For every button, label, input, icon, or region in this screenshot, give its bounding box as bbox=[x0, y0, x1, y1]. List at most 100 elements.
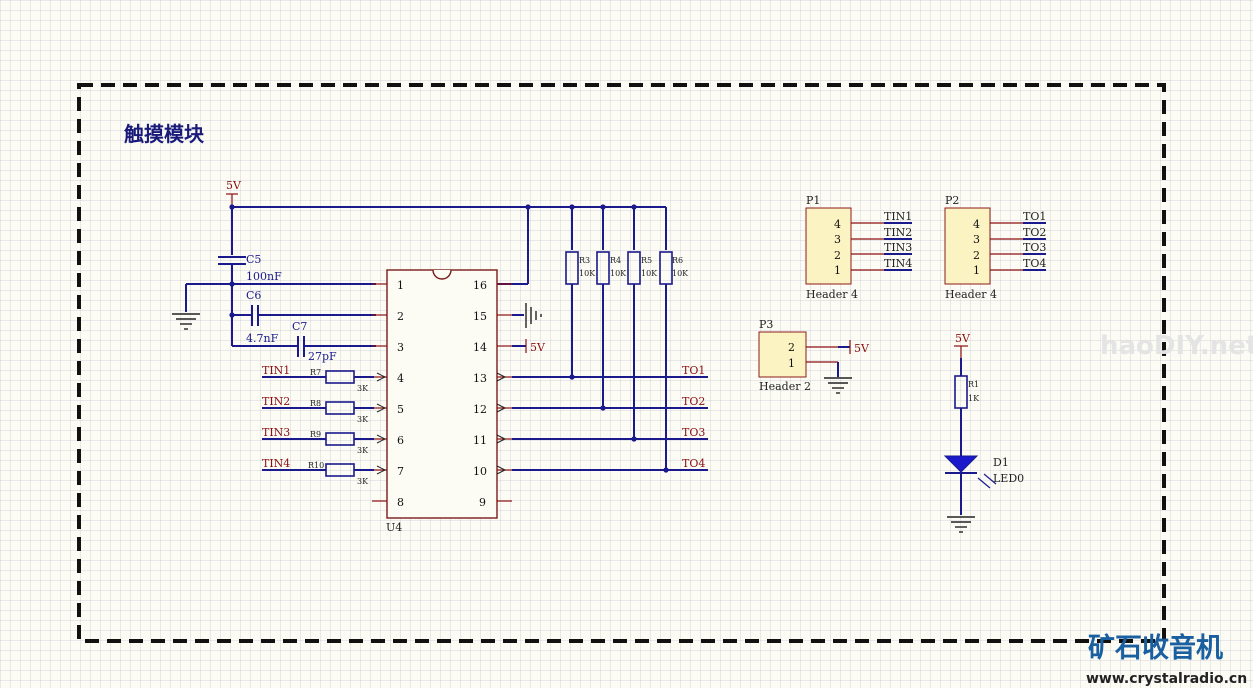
svg-text:1: 1 bbox=[973, 264, 980, 277]
vcc-led-symbol: 5V bbox=[954, 332, 971, 358]
svg-text:100nF: 100nF bbox=[246, 270, 282, 283]
svg-text:1K: 1K bbox=[968, 394, 980, 403]
svg-text:TIN3: TIN3 bbox=[262, 426, 290, 439]
svg-text:1: 1 bbox=[834, 264, 841, 277]
svg-text:27pF: 27pF bbox=[308, 350, 337, 363]
svg-text:10K: 10K bbox=[641, 269, 658, 278]
ic-designator: U4 bbox=[386, 521, 402, 534]
svg-text:7: 7 bbox=[397, 465, 404, 478]
svg-text:TIN2: TIN2 bbox=[884, 226, 912, 239]
led-d1: D1 LED0 bbox=[943, 455, 1024, 515]
svg-text:10K: 10K bbox=[672, 269, 689, 278]
watermark-logo: 矿石收音机 bbox=[1088, 632, 1223, 664]
input-resistor-r7: TIN1 R7 3K bbox=[262, 364, 374, 393]
svg-text:P2: P2 bbox=[945, 194, 959, 207]
svg-text:TIN4: TIN4 bbox=[884, 257, 912, 270]
svg-text:1: 1 bbox=[397, 279, 404, 292]
svg-text:13: 13 bbox=[473, 372, 487, 385]
svg-text:Header 4: Header 4 bbox=[945, 288, 997, 301]
header-p2: P2 4 3 2 1 TO1 TO2 TO3 TO4 Header 4 bbox=[944, 194, 1046, 301]
net-label-to4: TO4 bbox=[682, 457, 705, 470]
svg-text:8: 8 bbox=[397, 496, 404, 509]
svg-text:R10: R10 bbox=[308, 461, 324, 470]
input-resistor-r8: TIN2 R8 3K bbox=[262, 395, 374, 424]
svg-text:2: 2 bbox=[788, 341, 795, 354]
svg-text:R4: R4 bbox=[610, 256, 621, 265]
svg-text:3: 3 bbox=[397, 341, 404, 354]
svg-text:R5: R5 bbox=[641, 256, 652, 265]
ground-net-wires bbox=[185, 281, 376, 346]
svg-text:LED0: LED0 bbox=[993, 472, 1024, 485]
svg-text:14: 14 bbox=[473, 341, 487, 354]
capacitor-c6: C6 4.7nF bbox=[232, 289, 376, 345]
pullup-resistor-r3: R3 10K bbox=[565, 251, 596, 377]
svg-text:10K: 10K bbox=[610, 269, 627, 278]
watermark-site: haoDIY.net bbox=[1100, 331, 1253, 361]
svg-text:3: 3 bbox=[834, 233, 841, 246]
svg-text:P1: P1 bbox=[806, 194, 820, 207]
svg-text:10K: 10K bbox=[579, 269, 596, 278]
ic-input-arrows bbox=[376, 372, 387, 475]
svg-text:6: 6 bbox=[397, 434, 404, 447]
svg-text:TO2: TO2 bbox=[1023, 226, 1046, 239]
svg-text:C6: C6 bbox=[246, 289, 261, 302]
svg-text:2: 2 bbox=[397, 310, 404, 323]
svg-text:R9: R9 bbox=[310, 430, 321, 439]
ic-left-pin-numbers: 1 2 3 4 5 6 7 8 bbox=[397, 279, 404, 509]
input-resistor-r9: TIN3 R9 3K bbox=[262, 426, 374, 455]
svg-text:16: 16 bbox=[473, 279, 487, 292]
output-nets: TO1 TO2 TO3 TO4 bbox=[512, 364, 708, 473]
vcc-pin14-symbol: 5V bbox=[512, 339, 546, 354]
svg-text:R7: R7 bbox=[310, 368, 321, 377]
svg-text:15: 15 bbox=[473, 310, 487, 323]
ground-symbol-led bbox=[947, 516, 975, 533]
svg-text:9: 9 bbox=[479, 496, 486, 509]
svg-text:12: 12 bbox=[473, 403, 487, 416]
capacitor-c5: C5 100nF bbox=[218, 253, 282, 284]
watermark-url: www.crystalradio.cn bbox=[1086, 671, 1247, 687]
svg-text:D1: D1 bbox=[993, 456, 1009, 469]
ic-u4: U4 bbox=[386, 269, 498, 534]
svg-text:4: 4 bbox=[973, 218, 980, 231]
svg-text:2: 2 bbox=[973, 249, 980, 262]
header-p1: P1 4 3 2 1 TIN1 TIN2 TIN3 TIN4 Header 4 bbox=[805, 194, 912, 301]
ic-left-pin-leads bbox=[372, 283, 387, 502]
module-frame bbox=[77, 83, 1166, 643]
svg-text:3K: 3K bbox=[357, 446, 369, 455]
svg-text:3K: 3K bbox=[357, 384, 369, 393]
pullup-resistor-r5: R5 10K bbox=[627, 251, 658, 439]
capacitor-c7: C7 27pF bbox=[232, 320, 376, 363]
resistor-r1: R1 1K bbox=[954, 358, 980, 456]
input-resistor-r10: TIN4 R10 3K bbox=[262, 457, 374, 486]
svg-text:5V: 5V bbox=[226, 179, 242, 192]
header-p3: P3 2 1 5V Header 2 bbox=[758, 318, 870, 394]
svg-text:10: 10 bbox=[473, 465, 487, 478]
svg-text:3: 3 bbox=[973, 233, 980, 246]
svg-text:TIN3: TIN3 bbox=[884, 241, 912, 254]
svg-text:Header 2: Header 2 bbox=[759, 380, 811, 393]
svg-text:3K: 3K bbox=[357, 477, 369, 486]
svg-text:2: 2 bbox=[834, 249, 841, 262]
svg-text:4: 4 bbox=[834, 218, 841, 231]
svg-text:5V: 5V bbox=[854, 342, 870, 355]
svg-text:TIN2: TIN2 bbox=[262, 395, 290, 408]
svg-text:TIN1: TIN1 bbox=[262, 364, 290, 377]
svg-text:R6: R6 bbox=[672, 256, 683, 265]
module-title: 触摸模块 bbox=[124, 122, 205, 146]
svg-text:11: 11 bbox=[473, 434, 487, 447]
svg-text:TIN4: TIN4 bbox=[262, 457, 290, 470]
ic-right-pin-leads bbox=[497, 283, 512, 502]
svg-text:1: 1 bbox=[788, 357, 795, 370]
svg-text:5: 5 bbox=[397, 403, 404, 416]
svg-text:TO3: TO3 bbox=[1023, 241, 1046, 254]
svg-text:Header 4: Header 4 bbox=[806, 288, 858, 301]
ground-symbol-pin15 bbox=[512, 303, 542, 328]
svg-text:5V: 5V bbox=[955, 332, 971, 345]
ic-right-pin-numbers: 16 15 14 13 12 11 10 9 bbox=[473, 279, 487, 509]
svg-text:P3: P3 bbox=[759, 318, 773, 331]
svg-text:R3: R3 bbox=[579, 256, 590, 265]
svg-text:C7: C7 bbox=[292, 320, 307, 333]
svg-text:R1: R1 bbox=[968, 380, 979, 389]
vcc-top-symbol: 5V bbox=[226, 179, 242, 205]
